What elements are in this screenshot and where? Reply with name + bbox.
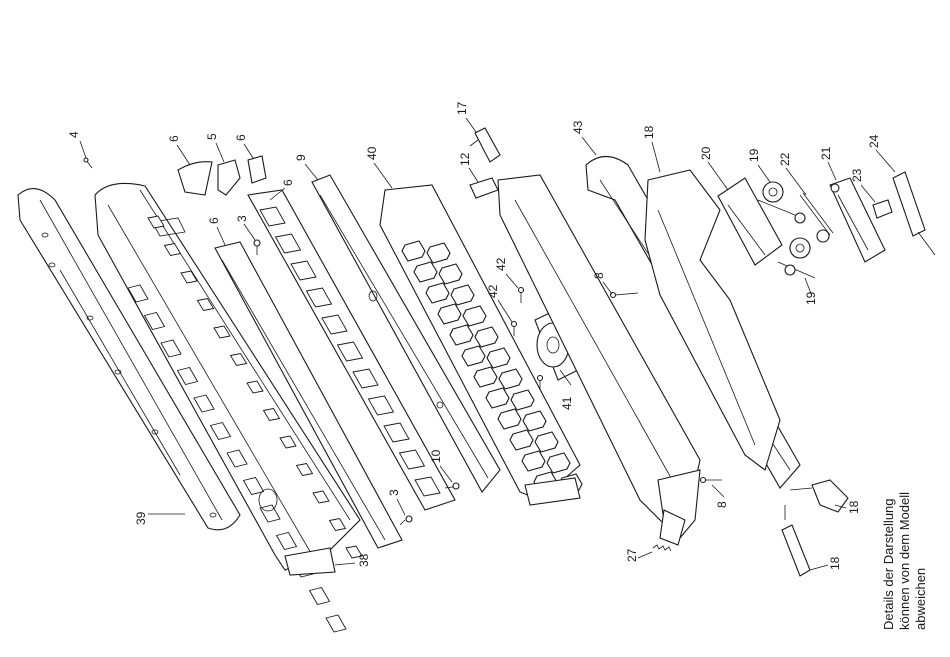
part-label-p6c: 6 <box>281 179 295 186</box>
part-label-p8a: 8 <box>592 272 606 279</box>
part-label-p6b: 6 <box>234 134 248 141</box>
part-label-p3a: 3 <box>235 215 249 222</box>
part-label-p41: 41 <box>560 396 574 410</box>
part-label-p6a: 6 <box>167 135 181 142</box>
part-6-end-cap <box>178 162 212 195</box>
part-label-p12: 12 <box>458 152 472 166</box>
part-label-p42a: 42 <box>494 257 508 271</box>
part-label-p22: 22 <box>778 152 792 166</box>
body-window <box>326 615 346 632</box>
part-label-p38: 38 <box>357 553 371 567</box>
part-label-p17: 17 <box>455 101 469 115</box>
part-label-p18b: 18 <box>847 500 861 514</box>
part-label-p18c: 18 <box>828 556 842 570</box>
part-5-lamp-housing <box>218 160 240 195</box>
note-line-3: abweichen <box>913 568 928 630</box>
part-label-p3b: 3 <box>387 489 401 496</box>
part-label-p10: 10 <box>429 449 443 463</box>
part-label-p40: 40 <box>365 146 379 160</box>
part-label-p24: 24 <box>867 134 881 148</box>
disclaimer-note: Details der Darstellung können von dem M… <box>881 492 928 630</box>
part-24-coupler <box>893 172 935 255</box>
part-18-coupler-right <box>790 480 848 512</box>
part-3-screw-upper <box>254 240 260 255</box>
part-label-p9: 9 <box>294 154 308 161</box>
part-label-p19a: 19 <box>747 148 761 162</box>
part-label-p27: 27 <box>625 548 639 562</box>
part-4-screw <box>84 158 92 168</box>
part-label-p19b: 19 <box>804 291 818 305</box>
part-3-screw-lower <box>400 516 412 525</box>
part-label-p8b: 8 <box>715 501 729 508</box>
part-label-p42b: 42 <box>486 284 500 298</box>
part-label-p43: 43 <box>571 120 585 134</box>
part-17-contact <box>470 128 500 162</box>
part-label-p5: 5 <box>205 133 219 140</box>
part-label-p23: 23 <box>850 168 864 182</box>
note-line-1: Details der Darstellung <box>881 498 896 630</box>
part-label-p4: 4 <box>67 131 81 138</box>
part-6-lamp-cap <box>248 156 266 183</box>
part-label-p39: 39 <box>134 511 148 525</box>
part-27-spring <box>653 545 671 551</box>
part-12-clip <box>470 178 498 198</box>
part-label-p18a: 18 <box>642 125 656 139</box>
note-line-2: können von dem Modell <box>897 492 912 630</box>
part-label-p6d: 6 <box>207 217 221 224</box>
part-19-wheelset-lower <box>778 238 815 278</box>
part-18-coupler-lower <box>782 505 810 576</box>
part-label-p20: 20 <box>699 146 713 160</box>
body-window <box>310 588 330 605</box>
part-label-p21: 21 <box>819 146 833 160</box>
part-21-bogie <box>830 178 885 262</box>
part-23-contact <box>873 200 892 218</box>
